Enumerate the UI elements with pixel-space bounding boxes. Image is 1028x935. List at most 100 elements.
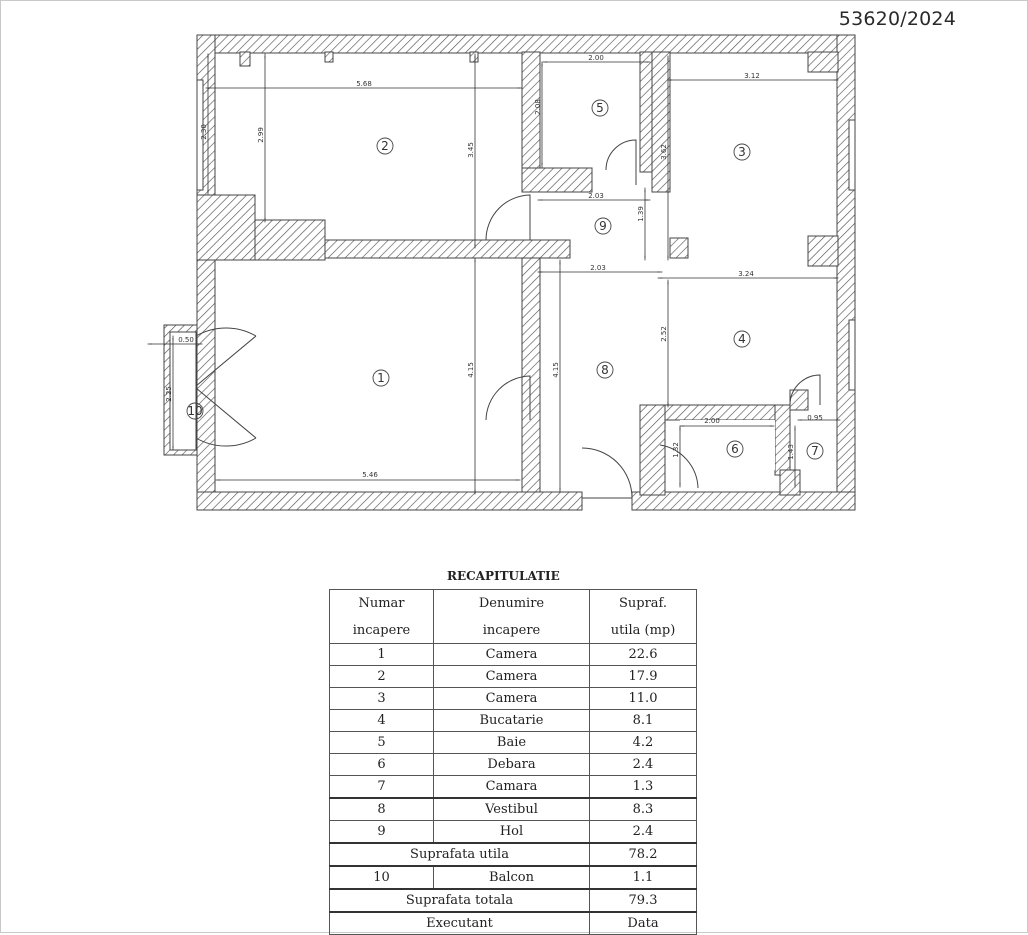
room-marker	[733, 143, 751, 161]
dimension-label: 1.43	[787, 444, 795, 460]
room-number: 6	[731, 442, 739, 456]
date-label: Data	[589, 911, 697, 935]
header-cell: Numar	[329, 589, 434, 618]
dimension-label: 3.45	[467, 142, 475, 158]
room-number: 10	[187, 404, 202, 418]
table-cell: 1	[329, 643, 434, 666]
room-marker	[372, 369, 390, 387]
recap-table: Numar Denumire Supraf. incapere incapere…	[329, 589, 697, 935]
total-label: Suprafata totala	[329, 888, 590, 913]
doors	[195, 139, 821, 499]
table-cell: 8.3	[589, 797, 697, 821]
table-cell: Camara	[433, 775, 590, 799]
dimension-lines: 5.68 2.30 2.99 3.45 2.00 2.08 3.12 3.62 2.03 1.39…	[147, 53, 841, 495]
dimension-label: 1.39	[637, 206, 645, 222]
table-cell: Baie	[433, 731, 590, 754]
header-cell: utila (mp)	[589, 618, 697, 644]
dimension-label: 2.52	[660, 326, 668, 342]
table-cell: 7	[329, 775, 434, 799]
table-cell: Bucatarie	[433, 709, 590, 732]
table-cell: Debara	[433, 753, 590, 776]
room-marker	[186, 402, 204, 420]
room-number: 8	[601, 363, 609, 377]
table-cell: Balcon	[433, 865, 590, 890]
dimension-label: 2.00	[704, 417, 720, 425]
room-marker	[733, 330, 751, 348]
recap-title: RECAPITULATIE	[447, 569, 560, 583]
table-cell: 8	[329, 797, 434, 821]
table-cell: 2	[329, 665, 434, 688]
table-cell: 2.4	[589, 753, 697, 776]
recap-header-row: incapere incapere utila (mp)	[329, 618, 697, 644]
dimension-label: 2.25	[165, 386, 173, 402]
table-cell: Camera	[433, 687, 590, 710]
dimension-label: 2.99	[257, 127, 265, 143]
dimension-label: 5.68	[356, 80, 372, 88]
table-cell: 2.4	[589, 820, 697, 844]
dimension-label: 2.30	[200, 124, 208, 140]
room-number: 5	[596, 101, 604, 115]
room-marker	[594, 217, 612, 235]
table-cell: 4.2	[589, 731, 697, 754]
table-cell: 10	[329, 865, 434, 890]
room-number: 7	[811, 444, 819, 458]
header-cell: incapere	[329, 618, 434, 644]
table-cell: 8.1	[589, 709, 697, 732]
table-cell: 11.0	[589, 687, 697, 710]
dimension-label: 2.00	[588, 54, 604, 62]
table-cell: 1.1	[589, 865, 697, 890]
table-cell: 5	[329, 731, 434, 754]
room-marker	[596, 361, 614, 379]
room-number: 3	[738, 145, 746, 159]
subtotal-row: Suprafata utila 78.2	[329, 842, 697, 867]
room-marker	[806, 442, 824, 460]
header-cell: incapere	[433, 618, 590, 644]
table-cell: Camera	[433, 643, 590, 666]
room-number: 9	[599, 219, 607, 233]
table-cell: Hol	[433, 820, 590, 844]
recap-header-row: Numar Denumire Supraf.	[329, 589, 697, 618]
table-cell: 17.9	[589, 665, 697, 688]
table-cell: 6	[329, 753, 434, 776]
dimension-label: 0.95	[807, 414, 823, 422]
dimension-label: 5.46	[362, 471, 378, 479]
total-row: Suprafata totala 79.3	[329, 888, 697, 913]
footer-row: Executant Data	[329, 911, 697, 935]
floor-plan: 5.68 2.30 2.99 3.45 2.00 2.08 3.12 3.62 2.03 1.39…	[147, 34, 856, 511]
dimension-label: 4.15	[552, 362, 560, 378]
walls	[163, 34, 856, 511]
dimension-label: 3.12	[744, 72, 760, 80]
total-value: 79.3	[589, 888, 697, 913]
balcony-row: 10 Balcon 1.1	[329, 865, 697, 890]
executant-label: Executant	[329, 911, 590, 935]
table-cell: Vestibul	[433, 797, 590, 821]
room-marker	[726, 440, 744, 458]
document-number: 53620/2024	[838, 8, 956, 30]
table-cell: Camera	[433, 665, 590, 688]
dimension-label: 0.50	[178, 336, 194, 344]
dimension-label: 2.03	[590, 264, 606, 272]
header-cell: Supraf.	[589, 589, 697, 618]
table-cell: 4	[329, 709, 434, 732]
dimension-label: 3.62	[660, 144, 668, 160]
dimension-label: 2.08	[534, 99, 542, 115]
dimension-label: 2.03	[588, 192, 604, 200]
table-cell: 3	[329, 687, 434, 710]
subtotal-label: Suprafata utila	[329, 842, 590, 867]
room-marker	[376, 137, 394, 155]
dimension-label: 4.15	[467, 362, 475, 378]
table-cell: 9	[329, 820, 434, 844]
subtotal-value: 78.2	[589, 842, 697, 867]
dimension-label: 3.24	[738, 270, 754, 278]
room-number: 1	[377, 371, 385, 385]
room-marker	[591, 99, 609, 117]
